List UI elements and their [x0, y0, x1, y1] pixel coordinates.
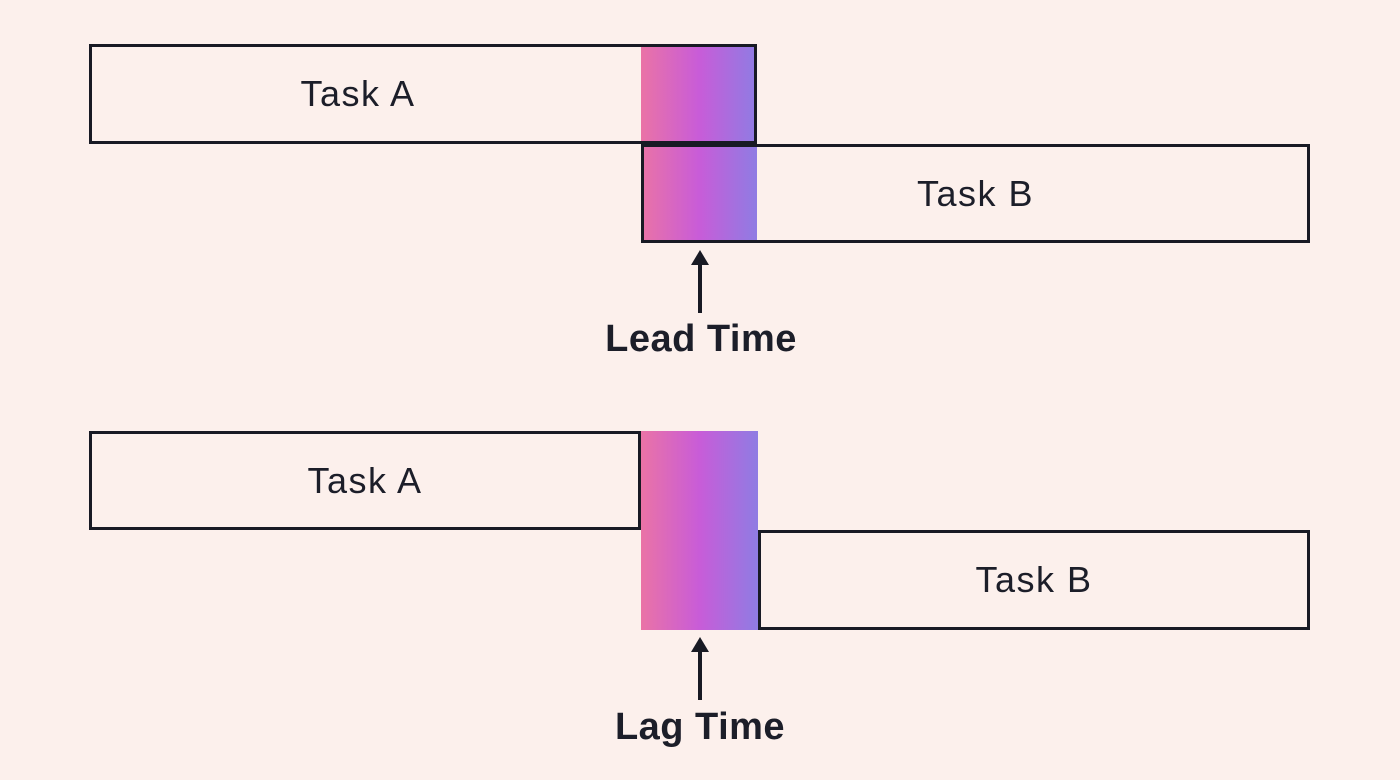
lag-time-caption: Lag Time	[614, 706, 786, 748]
lead-arrow-head-icon	[691, 250, 709, 265]
lead-time-caption: Lead Time	[605, 318, 797, 360]
lag-gap-gradient	[641, 431, 758, 630]
lag-task-b-bar: Task B	[758, 530, 1310, 630]
lag-task-b-label: Task B	[975, 559, 1093, 600]
lead-time-arrow	[691, 250, 709, 313]
lag-task-a-label: Task A	[307, 459, 423, 501]
lead-task-b-bar: Task B	[641, 144, 1310, 243]
lag-time-arrow	[691, 637, 709, 700]
lead-arrow-line	[698, 265, 702, 313]
lead-task-b-label: Task B	[916, 172, 1035, 214]
lag-arrow-line	[698, 652, 702, 700]
lead-task-a-bar: Task A	[89, 44, 757, 144]
lag-arrow-head-icon	[691, 637, 709, 652]
lead-task-a-label: Task A	[300, 73, 416, 114]
lag-task-a-bar: Task A	[89, 431, 641, 530]
